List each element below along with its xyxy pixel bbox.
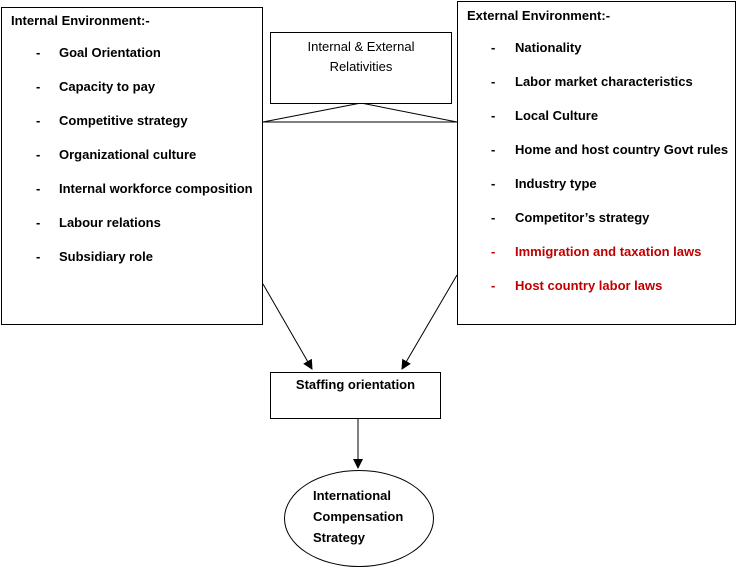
- external-factor-label: Labor market characteristics: [515, 74, 693, 89]
- external-factor-label: Immigration and taxation laws: [515, 244, 702, 259]
- list-bullet-dash: -: [36, 215, 41, 230]
- internal-environment-box: Internal Environment:- - Goal Orientation…: [1, 7, 263, 325]
- relativities-label: Internal & External Relativities: [271, 37, 451, 77]
- external-environment-box: External Environment:- - Nationality - Labo…: [457, 1, 736, 325]
- list-bullet-dash: -: [491, 244, 496, 259]
- relativity-line-right: [360, 102, 458, 123]
- staffing-orientation-box: Staffing orientation: [270, 372, 441, 419]
- internal-factor-label: Capacity to pay: [59, 79, 156, 94]
- external-factor-label: Industry type: [515, 176, 597, 191]
- arrow-internal-to-staffing: [262, 283, 313, 370]
- list-bullet-dash: -: [36, 113, 41, 128]
- external-factor-label: Home and host country Govt rules: [515, 142, 729, 157]
- list-bullet-dash: -: [36, 45, 41, 60]
- list-bullet-dash: -: [491, 40, 496, 55]
- internal-factor-label: Subsidiary role: [59, 249, 153, 264]
- compensation-strategy-ellipse: International Compensation Strategy: [284, 470, 434, 567]
- compensation-line-1: International: [313, 488, 392, 503]
- arrow-external-to-staffing: [401, 274, 458, 370]
- internal-factor-label: Goal Orientation: [59, 45, 161, 60]
- external-factor-label: Host country labor laws: [515, 278, 663, 293]
- list-bullet-dash: -: [36, 249, 41, 264]
- list-bullet-dash: -: [36, 147, 41, 162]
- compensation-line-3: Strategy: [313, 530, 366, 545]
- list-bullet-dash: -: [491, 108, 496, 123]
- internal-factor-label: Internal workforce composition: [59, 181, 253, 196]
- internal-factor-label: Organizational culture: [59, 147, 197, 162]
- relativities-line-1: Internal & External: [307, 39, 415, 54]
- list-bullet-dash: -: [491, 74, 496, 89]
- external-environment-title: External Environment:-: [467, 8, 611, 23]
- external-factor-label: Local Culture: [515, 108, 599, 123]
- list-bullet-dash: -: [491, 278, 496, 293]
- list-bullet-dash: -: [36, 79, 41, 94]
- relativities-box: Internal & External Relativities: [270, 32, 452, 104]
- relativities-line-2: Relativities: [329, 59, 393, 74]
- list-bullet-dash: -: [491, 210, 496, 225]
- compensation-strategy-label: International Compensation Strategy: [313, 485, 403, 548]
- external-factor-label: Nationality: [515, 40, 582, 55]
- relativity-line-left: [262, 102, 362, 123]
- list-bullet-dash: -: [36, 181, 41, 196]
- internal-environment-title: Internal Environment:-: [11, 13, 150, 28]
- internal-factor-label: Labour relations: [59, 215, 161, 230]
- internal-factor-label: Competitive strategy: [59, 113, 188, 128]
- external-factor-label: Competitor’s strategy: [515, 210, 650, 225]
- compensation-line-2: Compensation: [313, 509, 404, 524]
- list-bullet-dash: -: [491, 176, 496, 191]
- staffing-orientation-label: Staffing orientation: [295, 377, 416, 392]
- list-bullet-dash: -: [491, 142, 496, 157]
